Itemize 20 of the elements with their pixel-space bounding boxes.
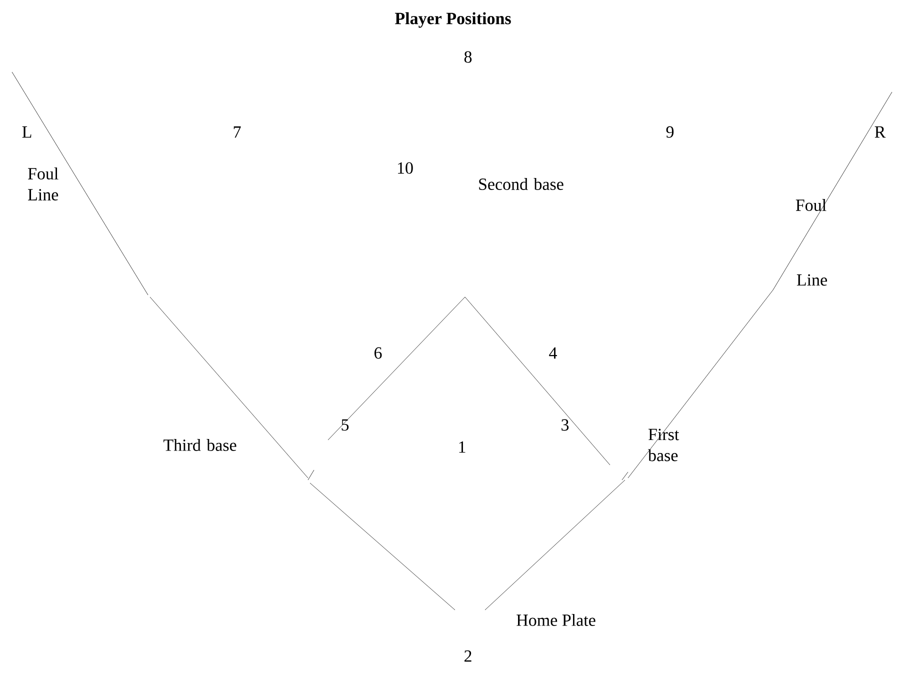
position-number: 3 [562, 419, 569, 431]
position-number: 7 [234, 126, 241, 138]
position-number: 1 [459, 441, 466, 453]
field-label: Foul [796, 199, 826, 211]
field-label: Foul Line [28, 168, 58, 200]
field-label: R [874, 126, 886, 138]
field-label: Second base [479, 178, 564, 190]
position-number: 4 [549, 347, 557, 359]
field-label: L [22, 126, 32, 138]
position-number: 6 [374, 347, 382, 359]
position-number: 5 [342, 419, 349, 431]
position-number: 8 [464, 51, 472, 63]
field-label: Third base [164, 439, 236, 451]
position-number: 10 [398, 162, 413, 174]
field-label: Home Plate [516, 614, 596, 626]
field-label: Line [796, 274, 827, 286]
title: Player Positions [395, 12, 511, 28]
position-number: 2 [464, 650, 472, 662]
field-label: First base [648, 428, 680, 462]
position-number: 9 [666, 126, 674, 138]
